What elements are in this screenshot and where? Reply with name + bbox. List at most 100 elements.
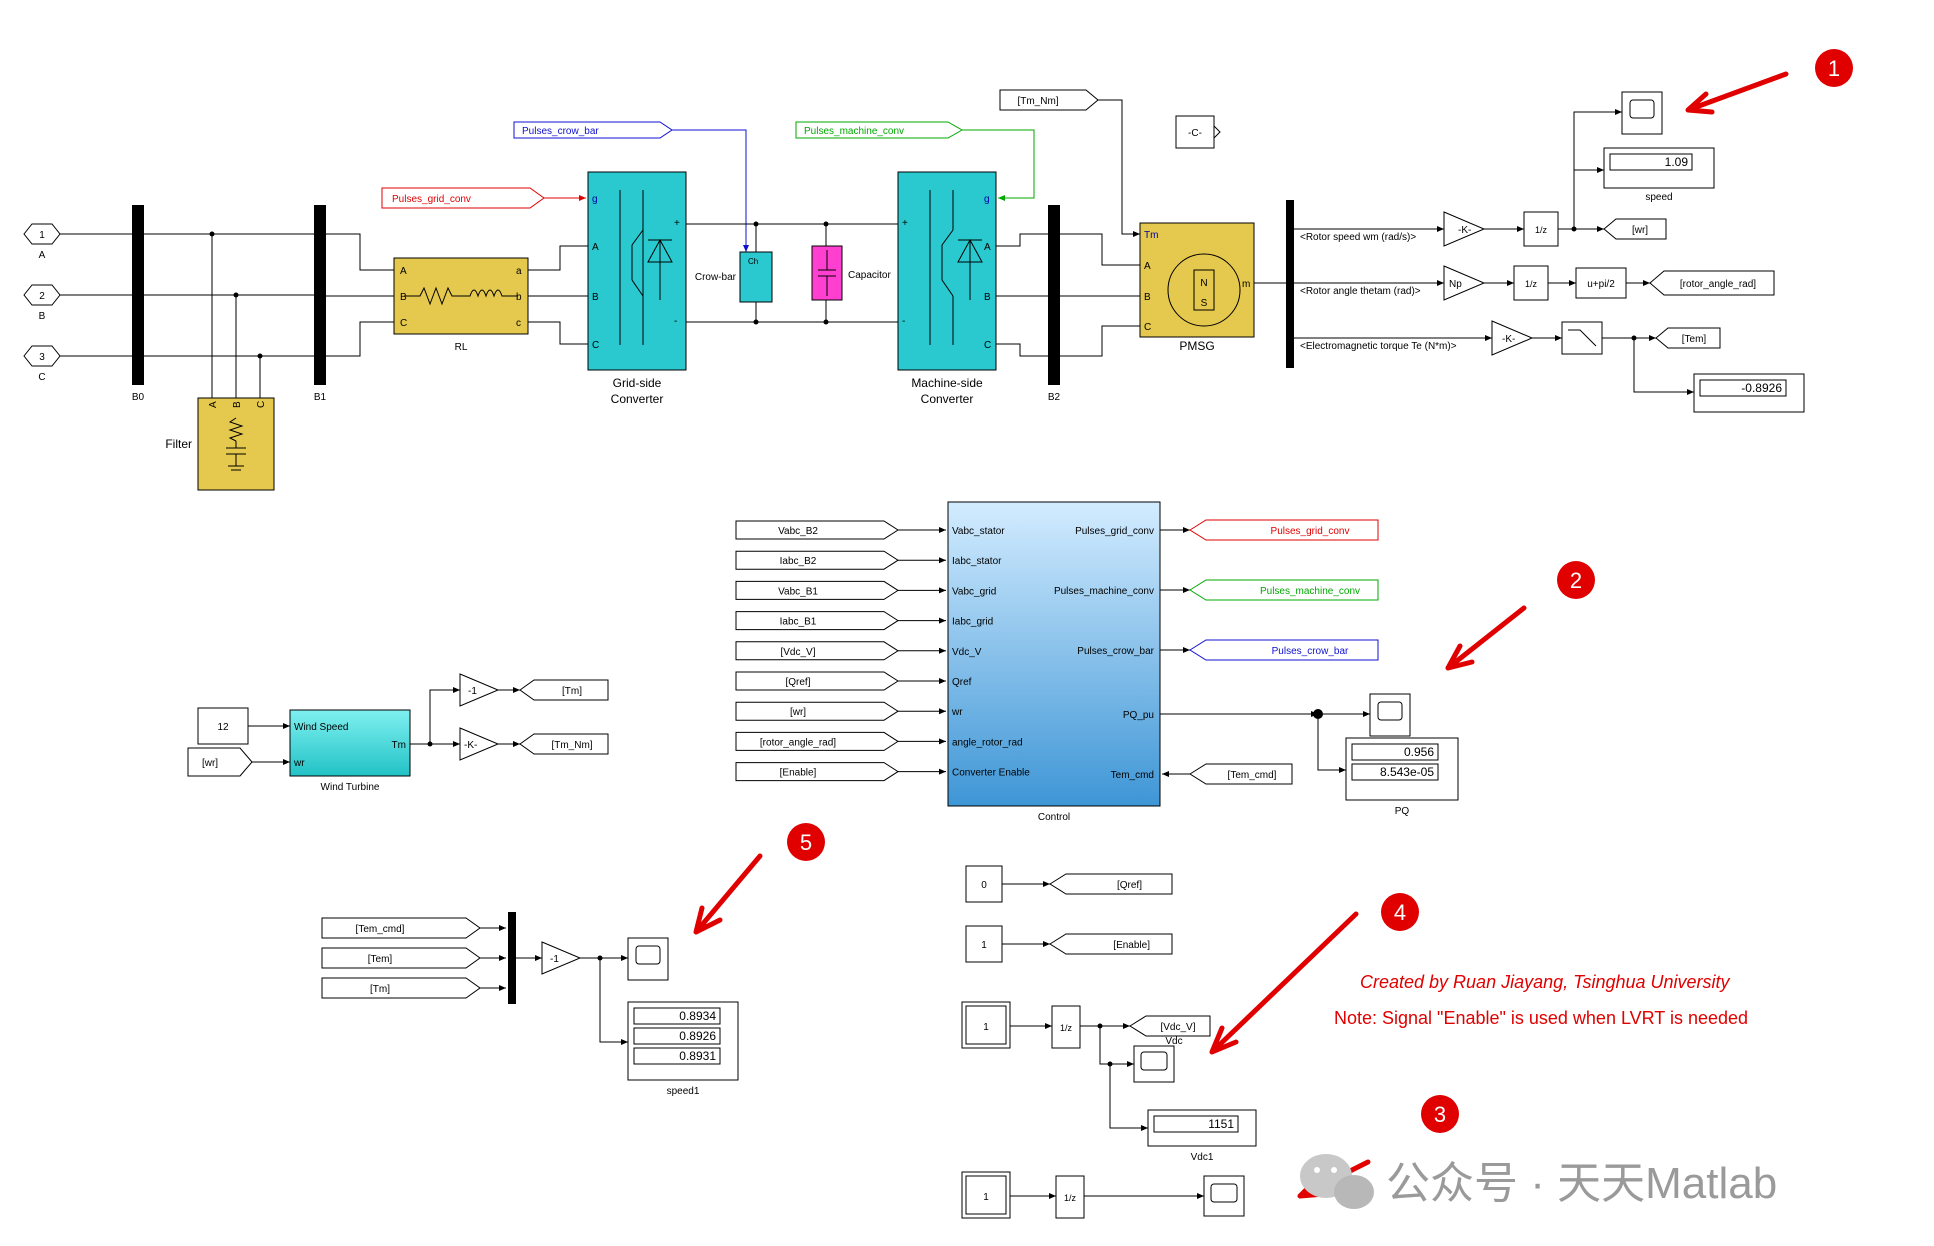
delay-angle[interactable]: 1/z: [1513, 265, 1549, 301]
filter-lowpass[interactable]: [1561, 321, 1603, 355]
display-speed1[interactable]: 0.8934 0.8926 0.8931 speed1: [627, 1001, 739, 1097]
delay-vdc[interactable]: 1/z: [1051, 1005, 1081, 1049]
gain-neg1-speed1[interactable]: -1: [541, 941, 582, 975]
filter-block[interactable]: A B C Filter: [165, 397, 275, 491]
port-a[interactable]: 1 A: [23, 223, 61, 261]
control-input-tag-7[interactable]: [rotor_angle_rad]: [735, 731, 899, 751]
gain-k-wind-text: -K-: [464, 740, 477, 751]
tag-pulses-grid-conv[interactable]: Pulses_grid_conv: [381, 187, 545, 209]
tag-vdc-goto[interactable]: [Vdc_V]: [1129, 1015, 1211, 1037]
tag-rotor-angle-goto[interactable]: [rotor_angle_rad]: [1649, 270, 1775, 296]
display-speed[interactable]: 1.09 speed: [1603, 147, 1715, 203]
port-a-number: 1: [39, 230, 45, 241]
gain-neg1-wind-text: -1: [468, 686, 477, 697]
mux-bar[interactable]: [508, 912, 516, 1004]
tag-enable-goto-text: [Enable]: [1113, 940, 1150, 951]
scope-bottom[interactable]: [1203, 1175, 1245, 1217]
scope-pq[interactable]: [1369, 693, 1411, 737]
tag-pulses-machine-conv[interactable]: Pulses_machine_conv: [795, 121, 964, 139]
tag-wr-goto[interactable]: [wr]: [1603, 218, 1667, 240]
bus-b1[interactable]: B1: [314, 205, 327, 403]
control-input-tag-text-1: Iabc_B2: [780, 556, 817, 567]
speed1-tag-2[interactable]: [Tm]: [321, 977, 481, 999]
tag-tm-nm[interactable]: [Tm_Nm]: [999, 89, 1099, 111]
delay-bottom[interactable]: 1/z: [1055, 1175, 1085, 1219]
control-output-tag-0[interactable]: Pulses_grid_conv: [1189, 519, 1379, 541]
display-vdc1[interactable]: 1151 Vdc1: [1147, 1109, 1257, 1163]
control-input-tag-0[interactable]: Vabc_B2: [735, 520, 899, 540]
bus-b2[interactable]: B2: [1048, 205, 1061, 403]
control-input-tag-4[interactable]: [Vdc_V]: [735, 641, 899, 661]
control-input-tem-cmd-tag[interactable]: [Tem_cmd]: [1189, 763, 1293, 785]
wind-turbine-block[interactable]: Wind Speed wr Tm Wind Turbine: [289, 709, 411, 793]
control-input-port-5: Qref: [952, 677, 972, 688]
constant-qref[interactable]: 0: [965, 865, 1003, 903]
constant-bottom[interactable]: 1: [961, 1171, 1011, 1219]
constant-vdc[interactable]: 1: [961, 1001, 1011, 1049]
control-input-tag-2[interactable]: Vabc_B1: [735, 580, 899, 600]
speed1-tag-0[interactable]: [Tem_cmd]: [321, 917, 481, 939]
tag-wr-from-wind[interactable]: [wr]: [187, 747, 253, 777]
speed1-tag-1[interactable]: [Tem]: [321, 947, 481, 969]
crow-bar-block[interactable]: Ch Crow-bar: [695, 251, 773, 303]
capacitor-block[interactable]: Capacitor: [811, 245, 891, 301]
tag-tem-goto-text: [Tem]: [1682, 334, 1707, 345]
gain-k-wind[interactable]: -K-: [459, 727, 500, 761]
control-label: Control: [1038, 812, 1070, 823]
grid-side-converter[interactable]: g A B C + - Grid-side Converter: [587, 171, 687, 406]
delay-speed-text: 1/z: [1535, 225, 1548, 235]
delay-angle-text: 1/z: [1525, 279, 1538, 289]
control-output-tag-2[interactable]: Pulses_crow_bar: [1189, 639, 1379, 661]
gain-k-speed[interactable]: -K-: [1443, 211, 1486, 247]
constant-enable[interactable]: 1: [965, 925, 1003, 963]
control-input-tag-text-0: Vabc_B2: [778, 526, 818, 537]
gain-np[interactable]: Np: [1443, 265, 1486, 301]
demux-bar[interactable]: [1286, 200, 1294, 368]
tag-tem-goto[interactable]: [Tem]: [1655, 327, 1721, 349]
bus-b0[interactable]: B0: [132, 205, 145, 403]
control-block[interactable]: Control: [947, 501, 1161, 823]
port-b[interactable]: 2 B: [23, 284, 61, 322]
fcn-offset[interactable]: u+pi/2: [1575, 267, 1627, 299]
machine-side-converter[interactable]: g A B C + - Machine-side Converter: [897, 171, 997, 406]
gain-k-torque[interactable]: -K-: [1491, 320, 1534, 356]
control-input-tag-6[interactable]: [wr]: [735, 701, 899, 721]
tag-enable-goto[interactable]: [Enable]: [1049, 933, 1173, 955]
mach-conv-title-1: Machine-side: [911, 376, 983, 390]
delay-speed[interactable]: 1/z: [1523, 211, 1559, 247]
scope-speed[interactable]: [1621, 91, 1663, 135]
pmsg-tm-port: Tm: [1144, 230, 1158, 241]
constant-enable-text: 1: [981, 940, 987, 951]
control-input-tag-8[interactable]: [Enable]: [735, 762, 899, 782]
rl-block[interactable]: A B C a b c RL: [393, 257, 529, 353]
pmsg-s-pole: S: [1201, 298, 1208, 309]
control-output-port-2: Pulses_crow_bar: [1077, 646, 1154, 657]
control-input-tag-3[interactable]: Iabc_B1: [735, 611, 899, 631]
display-pq[interactable]: 0.956 8.543e-05 PQ: [1345, 737, 1459, 817]
tag-pulses-machine-conv-text: Pulses_machine_conv: [804, 126, 904, 137]
tag-tm-goto[interactable]: [Tm]: [519, 679, 609, 701]
tag-pulses-crow-bar[interactable]: Pulses_crow_bar: [513, 121, 673, 139]
display-te[interactable]: -0.8926: [1693, 373, 1805, 413]
control-input-port-8: Converter Enable: [952, 768, 1030, 779]
scope-vdc[interactable]: Vdc: [1133, 1036, 1183, 1083]
pmsg-c-port: C: [1144, 322, 1151, 333]
gain-neg1-wind[interactable]: -1: [459, 673, 500, 707]
pmsg-block[interactable]: Tm A B C m N S PMSG: [1139, 222, 1255, 353]
constant-12[interactable]: 12: [197, 707, 249, 745]
tag-qref-goto[interactable]: [Qref]: [1049, 873, 1173, 895]
port-c[interactable]: 3 C: [23, 345, 61, 383]
grid-conv-a-port: A: [592, 242, 599, 253]
tag-tmnm-goto[interactable]: [Tm_Nm]: [519, 733, 609, 755]
control-output-tag-1[interactable]: Pulses_machine_conv: [1189, 579, 1379, 601]
tag-wr-goto-text: [wr]: [1632, 225, 1648, 236]
filter-port-c: C: [256, 401, 267, 408]
port-c-name: C: [38, 372, 45, 383]
control-input-tag-1[interactable]: Iabc_B2: [735, 550, 899, 570]
control-input-tag-5[interactable]: [Qref]: [735, 671, 899, 691]
control-input-port-6: wr: [951, 707, 963, 718]
speed1-tags: [Tem_cmd] [Tem] [Tm]: [321, 917, 506, 999]
constant-c-block[interactable]: -C-: [1175, 115, 1221, 149]
credit-note: Created by Ruan Jiayang, Tsinghua Univer…: [1360, 972, 1731, 992]
scope-speed1[interactable]: [627, 937, 669, 981]
